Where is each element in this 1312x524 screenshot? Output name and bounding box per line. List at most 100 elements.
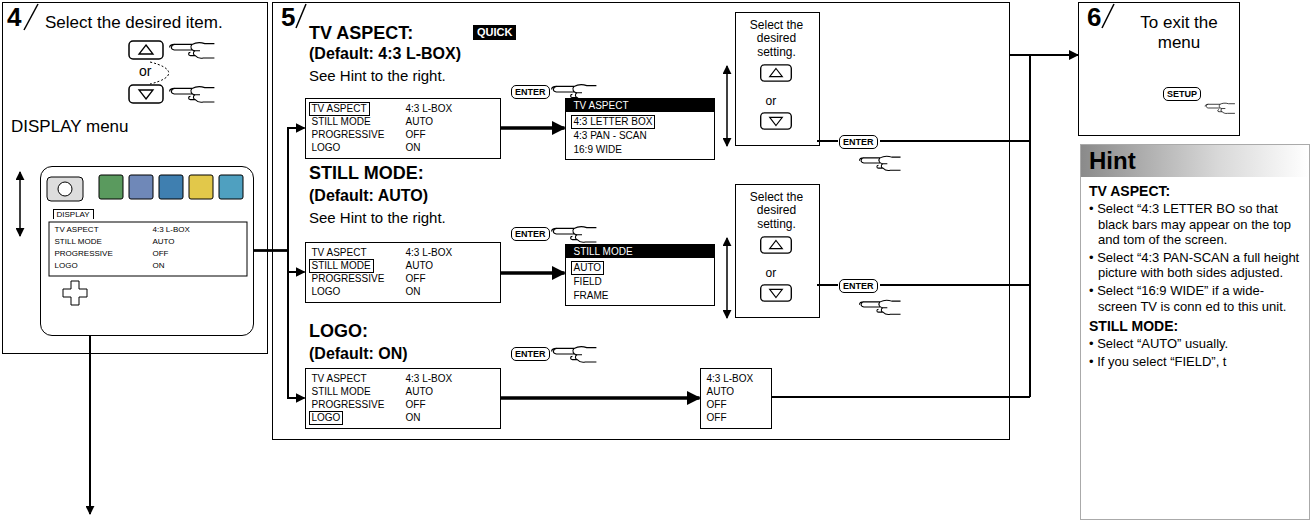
menu-item: STILL MODE: [310, 260, 373, 272]
illustration-part: [24, 4, 38, 30]
hint-text: • Select “16:9 WIDE” if a wide-screen TV…: [1089, 283, 1301, 314]
default-note: (Default: ON): [309, 345, 408, 363]
flow-arrow: [254, 251, 305, 273]
instruction-text: Select the desired item.: [45, 13, 223, 33]
list-option: FRAME: [574, 290, 609, 302]
illustration-part: [1029, 55, 1031, 397]
enter-button: ENTER: [839, 135, 878, 149]
flow-arrow: [501, 271, 565, 275]
menu-item: LOGO: [312, 142, 341, 154]
menu-value: AUTO: [406, 260, 434, 272]
menu-item: LOGO: [55, 261, 78, 271]
step-panel: 6To exit the menuSETUP: [1078, 2, 1240, 136]
instruction-text: Select the desired setting.: [740, 19, 814, 60]
menu-value: OFF: [406, 399, 426, 411]
menu-value: OFF: [153, 249, 169, 259]
illustration-part: [1205, 103, 1235, 113]
menu-value: 4:3 L-BOX: [406, 373, 453, 385]
illustration-part: [170, 87, 215, 102]
menu-value: AUTO: [406, 116, 434, 128]
menu-item: TV ASPECT: [312, 247, 367, 259]
hint-text: • If you select “FIELD”, t: [1089, 354, 1301, 370]
menu-item: PROGRESSIVE: [312, 129, 385, 141]
menu-value: AUTO: [707, 386, 735, 398]
illustration-part: [880, 140, 1030, 142]
menu-item: PROGRESSIVE: [312, 399, 385, 411]
menu-value: ON: [406, 142, 421, 154]
list-option: 4:3 PAN - SCAN: [574, 130, 647, 142]
flow-arrow: [254, 251, 305, 399]
illustration-part: [761, 65, 792, 81]
or-text: or: [766, 267, 777, 281]
hint-text: • Select “4:3 PAN-SCAN a full height pic…: [1089, 250, 1301, 281]
menu-value: OFF: [406, 129, 426, 141]
result-screen: 4:3 L-BOXAUTOOFFOFF: [700, 368, 772, 429]
list-option: 4:3 LETTER BOX: [572, 116, 655, 128]
hint-text: • Select “4:3 LETTER BO so that black ba…: [1089, 201, 1301, 248]
option-list: STILL MODEAUTOFIELDFRAME: [565, 244, 715, 306]
menu-value: ON: [406, 412, 421, 424]
flow-arrow: [254, 128, 305, 251]
menu-screen: TV ASPECT 4:3 L-BOX STILL MODE AUTO PROGRESS…: [305, 368, 501, 429]
illustration-part: [296, 4, 306, 28]
default-note: (Default: AUTO): [309, 187, 428, 205]
illustration-part: [772, 396, 1030, 398]
setting-heading: LOGO:: [309, 321, 368, 342]
menu-item: PROGRESSIVE: [312, 273, 385, 285]
dotted-arc: [150, 62, 169, 84]
setting-heading: STILL MODE:: [309, 163, 424, 184]
menu-screen: TV ASPECT 4:3 L-BOX STILL MODE AUTO PROGRESS…: [305, 242, 501, 303]
illustration-part: [129, 41, 163, 59]
menu-value: 4:3 L-BOX: [153, 225, 190, 235]
menu-item: TV ASPECT: [310, 103, 369, 115]
hint-box: HintTV ASPECT:• Select “4:3 LETTER BO so…: [1080, 144, 1310, 520]
menu-screen: DISPLAYTV ASPECT4:3 L-BOXSTILL MODEAUTOP…: [40, 166, 254, 336]
illustration-part: [19, 172, 21, 236]
menu-item: STILL MODE: [312, 386, 371, 398]
menu-item: LOGO: [312, 286, 341, 298]
menu-value: AUTO: [153, 237, 175, 247]
menu-value: 4:3 L-BOX: [406, 103, 453, 115]
hint-heading: Hint: [1081, 145, 1309, 177]
menu-value: AUTO: [406, 386, 434, 398]
enter-button: ENTER: [511, 85, 550, 99]
menu-item: LOGO: [310, 412, 343, 424]
list-header: STILL MODE: [566, 245, 714, 258]
menu-value: OFF: [707, 399, 727, 411]
or-text: or: [139, 63, 151, 79]
illustration-part: [817, 140, 838, 142]
step-panel: 4 Select the desired item. orDISPLAY menuD…: [2, 2, 268, 354]
step-number: 4: [7, 3, 21, 33]
menu-screen: TV ASPECT4:3 L-BOXSTILL MODEAUTOPROGRESS…: [305, 98, 501, 159]
illustration-part: [761, 237, 792, 253]
illustration-part: [859, 300, 900, 314]
default-note: (Default: 4:3 L-BOX): [309, 45, 461, 63]
menu-item: PROGRESSIVE: [55, 249, 113, 259]
instruction-text: Select the desired setting.: [740, 191, 814, 232]
setting-heading: TV ASPECT:: [309, 23, 413, 44]
list-header: TV ASPECT: [566, 99, 714, 112]
menu-item: TV ASPECT: [312, 373, 367, 385]
menu-value: OFF: [406, 273, 426, 285]
select-box: Select the desired setting. or: [735, 184, 820, 318]
or-text: or: [766, 95, 777, 109]
step-panel: 5TV ASPECT:QUICK(Default: 4:3 L-BOX)See …: [272, 2, 1010, 440]
illustration-part: [89, 336, 91, 514]
hint-note: See Hint to the right.: [309, 67, 446, 84]
menu-value: 4:3 L-BOX: [406, 247, 453, 259]
enter-button: ENTER: [839, 279, 878, 293]
step-number: 6: [1087, 3, 1101, 33]
illustration-part: [859, 156, 900, 170]
menu-tab: DISPLAY: [53, 209, 94, 219]
pointing-hands: [170, 43, 1235, 362]
illustration-part: [761, 285, 792, 301]
illustration-part: [170, 43, 215, 58]
hint-text: STILL MODE:: [1089, 318, 1301, 334]
menu-value: 4:3 L-BOX: [707, 373, 754, 385]
step-number: 5: [281, 3, 295, 33]
illustration-part: [552, 347, 597, 362]
menu-caption: DISPLAY menu: [11, 117, 129, 137]
menu-value: OFF: [707, 412, 727, 424]
flow-arrow: [501, 396, 700, 400]
